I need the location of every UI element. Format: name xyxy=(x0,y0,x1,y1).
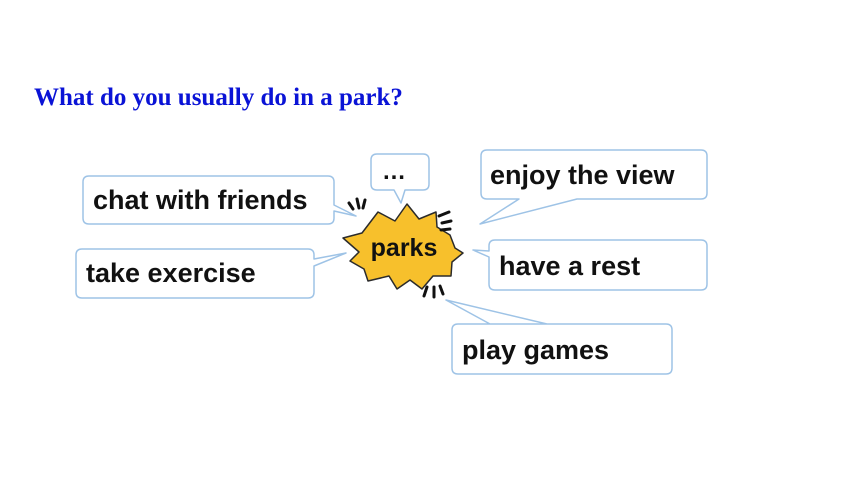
bubble-take-exercise xyxy=(75,248,347,299)
more-label: … xyxy=(382,158,406,185)
bubble-play-games xyxy=(445,299,673,375)
question-title: What do you usually do in a park? xyxy=(34,84,403,111)
bubble-have-a-rest xyxy=(472,239,708,291)
parks-starburst xyxy=(342,203,464,290)
have-a-rest-label: have a rest xyxy=(499,251,641,281)
bubble-chat-with-friends xyxy=(82,175,357,225)
play-games-label: play games xyxy=(462,335,610,365)
take-exercise-label: take exercise xyxy=(86,258,256,288)
emphasis-marks xyxy=(347,197,453,299)
bubble-more xyxy=(370,153,430,204)
enjoy-the-view-label: enjoy the view xyxy=(490,160,675,190)
bubble-enjoy-the-view xyxy=(479,149,708,225)
parks-label: parks xyxy=(370,234,438,262)
chat-with-friends-label: chat with friends xyxy=(93,185,308,215)
